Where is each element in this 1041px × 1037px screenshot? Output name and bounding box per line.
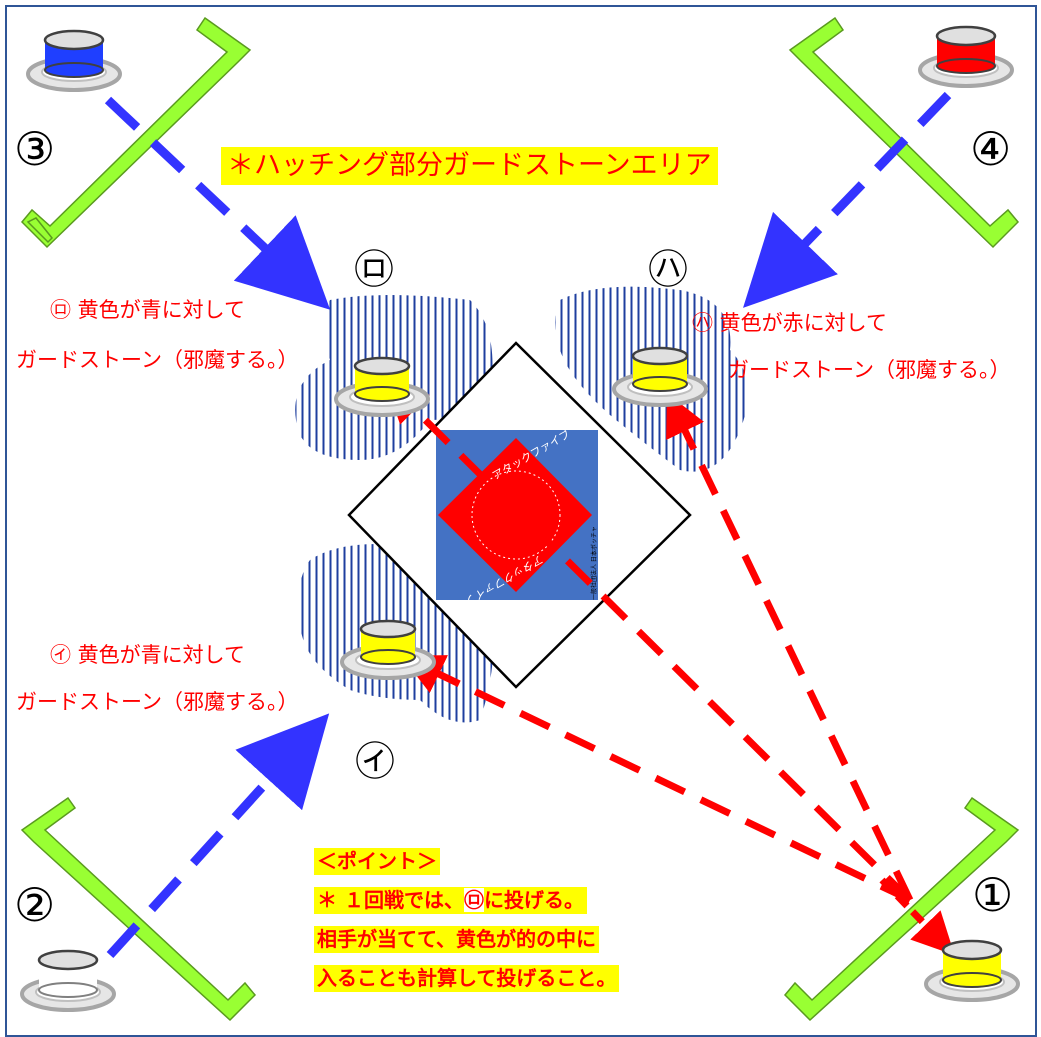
blue-arrow-2 (106, 713, 330, 959)
red-arrow-down (879, 877, 955, 956)
annotation-i-line2: ガードストーン（邪魔する。） (16, 690, 299, 714)
point-line1: ＊ １回戦では、㋺に投げる。 (314, 887, 587, 914)
red-arrow-to-i (401, 655, 912, 904)
ramp-3 (20, 16, 252, 249)
point-box: ＜ポイント＞ ＊ １回戦では、㋺に投げる。 相手が当てて、黄色が的の中に 入るこ… (314, 848, 620, 992)
annotation-i-line1: ㋑ 黄色が青に対して (50, 643, 246, 667)
target-mat: アタックファイブ アタックファイブ 一般社団法人 日本ボッチャ (436, 426, 598, 609)
red-arrow-to-ro (385, 380, 913, 903)
stone-yellow-i (340, 619, 436, 680)
stone-yellow-1 (924, 939, 1020, 1002)
blue-arrow-4 (743, 91, 952, 308)
position-1-label: ① (972, 868, 1014, 922)
annotation-ro-line2: ガードストーン（邪魔する。） (16, 348, 299, 372)
stone-blue-3 (26, 29, 122, 92)
red-arrow-to-ha (666, 393, 914, 902)
stone-red-4 (918, 25, 1014, 88)
stone-yellow-ro (334, 356, 430, 417)
point-heading: ＜ポイント＞ (314, 848, 440, 875)
position-3-label: ③ (14, 122, 56, 176)
ramp-4 (788, 16, 1020, 249)
ramp-2 (20, 796, 257, 1022)
point-line1-mark: ㋺ (463, 888, 484, 912)
stone-white-2 (20, 949, 116, 1012)
zone-i-label: ㋑ (355, 739, 395, 785)
position-4-label: ④ (970, 122, 1012, 176)
position-2-label: ② (14, 878, 56, 932)
guard-area-banner: ＊ハッチング部分ガードストーンエリア (221, 147, 718, 185)
zone-ro-label: ㋺ (354, 247, 394, 293)
ramp-1 (783, 796, 1020, 1022)
point-line1-suffix: に投げる。 (483, 888, 584, 912)
stone-yellow-ha (612, 346, 708, 407)
point-line3: 入ることも計算して投げること。 (314, 965, 620, 992)
board-frame (5, 5, 1037, 1037)
annotation-ro-line1: ㋺ 黄色が青に対して (50, 298, 246, 322)
point-line2: 相手が当てて、黄色が的の中に (314, 926, 599, 953)
target-footer-text: 一般社団法人 日本ボッチャ (590, 526, 598, 600)
annotation-ha-line1: ㋩ 黄色が赤に対して (692, 311, 888, 335)
zone-ha-label: ㋩ (648, 247, 688, 293)
blue-arrow-3 (104, 96, 331, 310)
annotation-ha-line2: ガードストーン（邪魔する。） (728, 358, 1011, 382)
point-line1-prefix: ＊ １回戦では、 (317, 888, 464, 912)
